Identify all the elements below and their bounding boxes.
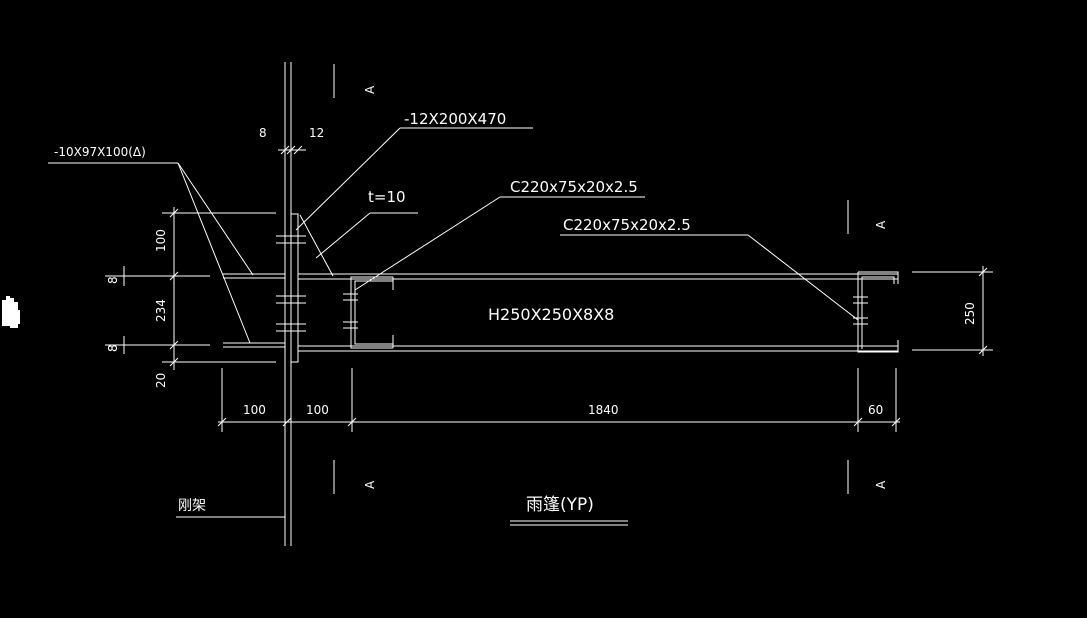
section-mark-a-4: A	[874, 480, 888, 489]
hand-cursor-icon	[2, 296, 20, 328]
dim-bottom-extension: 20	[154, 373, 168, 388]
dim-gap-right: 12	[309, 126, 324, 140]
dim-bottom-left: 100	[243, 403, 266, 417]
title-underline	[510, 520, 628, 526]
section-mark-a-1: A	[363, 85, 377, 94]
section-mark-a-2: A	[363, 480, 377, 489]
dim-bottom-end: 60	[868, 403, 883, 417]
dim-web-height: 234	[154, 299, 168, 322]
label-channel-right: C220x75x20x2.5	[563, 216, 691, 234]
dim-flange-bottom: 8	[106, 344, 120, 352]
stiffener-stubs	[223, 273, 285, 348]
channel-right	[853, 271, 899, 353]
dim-top-extension: 100	[154, 229, 168, 252]
drawing-title: 雨篷(YP)	[526, 495, 594, 515]
leader-lines	[48, 127, 859, 518]
dim-bottom-mid: 100	[306, 403, 329, 417]
channel-left	[343, 276, 394, 349]
section-mark-a-3: A	[874, 220, 888, 229]
section-mark-lines	[333, 64, 849, 494]
label-end-plate: -12X200X470	[404, 110, 506, 128]
dim-flange-top: 8	[106, 276, 120, 284]
label-beam: H250X250X8X8	[488, 305, 614, 324]
label-channel-left: C220x75x20x2.5	[510, 178, 638, 196]
label-plate-thickness: t=10	[368, 188, 406, 206]
end-plate	[276, 213, 306, 363]
h-beam	[298, 273, 898, 352]
label-frame: 刚架	[178, 498, 206, 514]
dimension-left	[105, 207, 276, 370]
dimension-bottom	[217, 368, 901, 432]
dim-right-height: 250	[963, 302, 977, 325]
dimension-top	[278, 145, 306, 155]
label-stiffener: -10X97X100(Δ)	[54, 145, 146, 159]
dimension-right	[912, 266, 993, 356]
frame-column	[284, 62, 292, 546]
dim-gap-left: 8	[259, 126, 267, 140]
dim-bottom-main: 1840	[588, 403, 619, 417]
